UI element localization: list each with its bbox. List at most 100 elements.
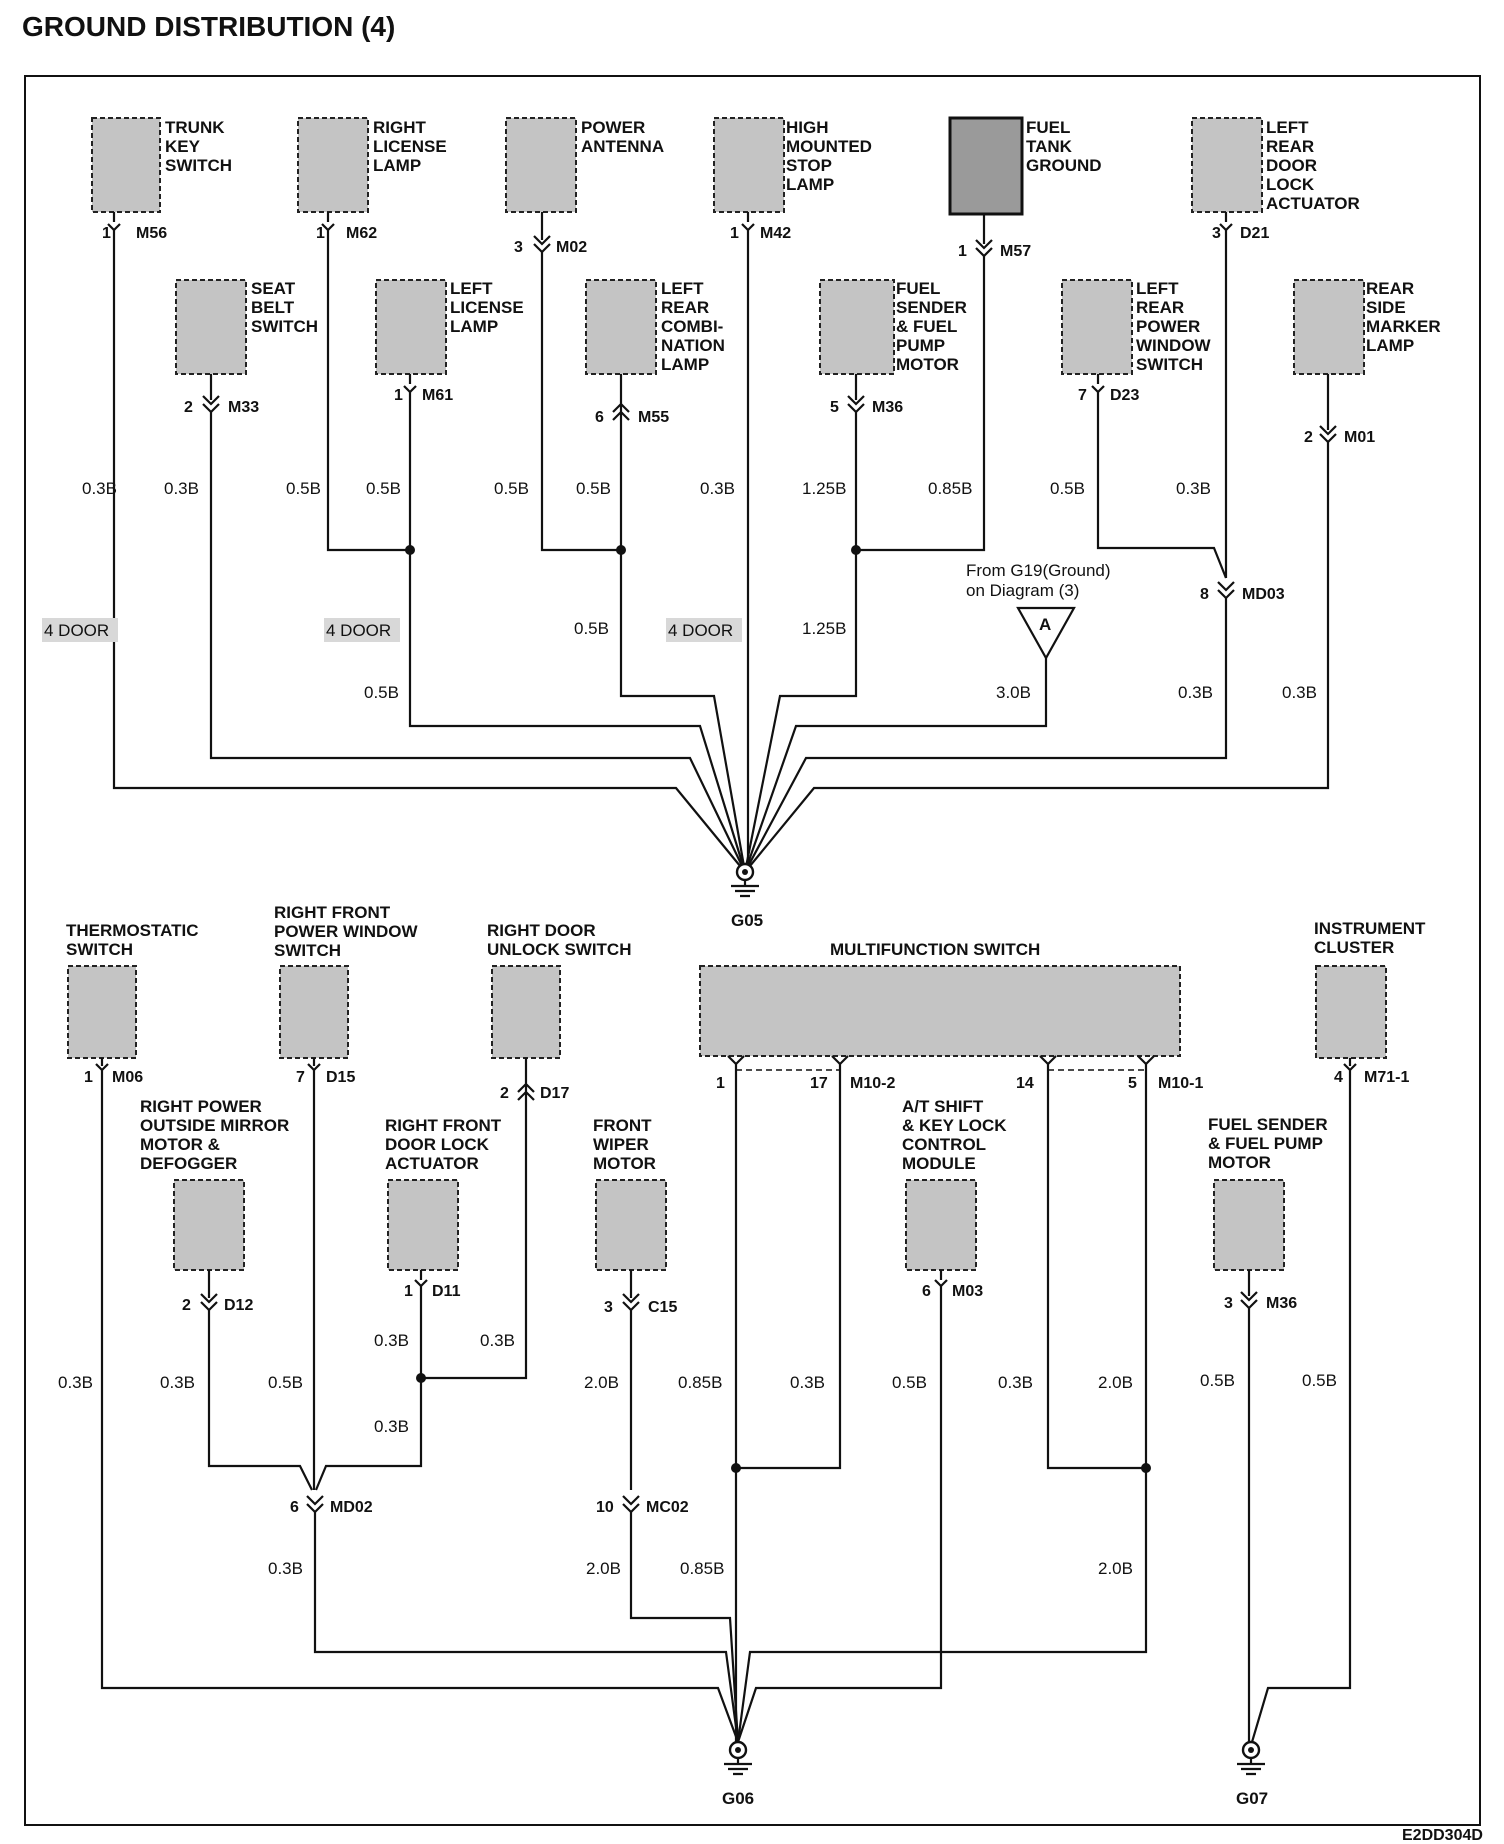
wire-label: 0.3B — [82, 479, 117, 498]
connector-pin: 1 — [316, 225, 325, 242]
offpage-letter: A — [1039, 615, 1051, 634]
right-front-power-window-switch: RIGHT FRONT POWER WINDOW SWITCH — [274, 903, 418, 1059]
label-line: OUTSIDE MIRROR — [140, 1116, 289, 1135]
wire-label: 0.5B — [494, 479, 529, 498]
label-line: LEFT — [450, 279, 493, 298]
connector-id: M62 — [346, 225, 377, 242]
ground-label: G06 — [722, 1789, 754, 1808]
label-line: POWER — [1136, 317, 1200, 336]
splice-dot — [416, 1373, 426, 1383]
wire-label: 0.3B — [374, 1331, 409, 1350]
fuel-sender-fuel-pump-motor-bottom: FUEL SENDER & FUEL PUMP MOTOR — [1208, 1115, 1328, 1271]
label-line: SIDE — [1366, 298, 1406, 317]
label-line: LAMP — [450, 317, 498, 336]
connector-id: C15 — [648, 1299, 677, 1316]
label-line: FRONT — [593, 1116, 652, 1135]
label-line: MARKER — [1366, 317, 1441, 336]
connector-pin: 2 — [500, 1085, 509, 1102]
wire-label: 0.85B — [678, 1373, 722, 1392]
connector-id: M36 — [872, 399, 903, 416]
ground-label: G07 — [1236, 1789, 1268, 1808]
wire-label: 0.3B — [58, 1373, 93, 1392]
label-line: LOCK — [1266, 175, 1315, 194]
right-front-door-lock-actuator: RIGHT FRONT DOOR LOCK ACTUATOR — [385, 1116, 502, 1271]
wire-label: 2.0B — [584, 1373, 619, 1392]
label-line: FUEL — [896, 279, 940, 298]
label-line: BELT — [251, 298, 295, 317]
connector-id: D11 — [432, 1283, 461, 1300]
connector-pin: 7 — [296, 1069, 305, 1086]
connector-id: M06 — [112, 1069, 143, 1086]
wire-label: 0.3B — [790, 1373, 825, 1392]
wire-label: 0.3B — [374, 1417, 409, 1436]
label-line: LAMP — [373, 156, 421, 175]
front-wiper-motor: FRONT WIPER MOTOR — [593, 1116, 667, 1271]
label-line: & KEY LOCK — [902, 1116, 1007, 1135]
connector-pin: 1 — [404, 1283, 413, 1300]
connector-id: M42 — [760, 225, 791, 242]
trunk-key-switch: TRUNK KEY SWITCH — [91, 117, 232, 213]
connector-id: M55 — [638, 409, 669, 426]
connector-id: D17 — [540, 1085, 569, 1102]
label-line: ACTUATOR — [385, 1154, 479, 1173]
splice-dot — [731, 1463, 741, 1473]
connector-pin: 14 — [1016, 1075, 1034, 1092]
label-line: FUEL — [1026, 118, 1070, 137]
left-rear-door-lock-actuator: LEFT REAR DOOR LOCK ACTUATOR — [1191, 117, 1360, 213]
label-line: UNLOCK SWITCH — [487, 940, 631, 959]
wire-label: 0.5B — [268, 1373, 303, 1392]
label-line: MOTOR — [896, 355, 959, 374]
door-label: 4 DOOR — [326, 621, 391, 640]
label-line: COMBI- — [661, 317, 723, 336]
connector-id: M02 — [556, 239, 587, 256]
connector-pin: 1 — [102, 225, 111, 242]
label-line: LICENSE — [450, 298, 524, 317]
label-line: SEAT — [251, 279, 296, 298]
wire-label: 0.5B — [364, 683, 399, 702]
wire-label: 2.0B — [1098, 1559, 1133, 1578]
at-shift-key-lock-control-module: A/T SHIFT & KEY LOCK CONTROL MODULE — [902, 1097, 1007, 1271]
connector-pin: 2 — [1304, 429, 1313, 446]
label-line: INSTRUMENT — [1314, 919, 1426, 938]
label-line: MODULE — [902, 1154, 976, 1173]
connector-pin: 6 — [290, 1499, 299, 1516]
instrument-cluster: INSTRUMENT CLUSTER — [1314, 919, 1426, 1059]
door-label: 4 DOOR — [44, 621, 109, 640]
label-line: SWITCH — [165, 156, 232, 175]
left-rear-power-window-switch: LEFT REAR POWER WINDOW SWITCH — [1061, 279, 1212, 375]
wire-label: 0.3B — [998, 1373, 1033, 1392]
label-line: CONTROL — [902, 1135, 986, 1154]
wire-label: 2.0B — [586, 1559, 621, 1578]
wire-label: 1.25B — [802, 479, 846, 498]
label-line: LEFT — [1266, 118, 1309, 137]
seat-belt-switch: SEAT BELT SWITCH — [175, 279, 318, 375]
label-line: RIGHT POWER — [140, 1097, 262, 1116]
splice-dot — [616, 545, 626, 555]
wire-label: 0.5B — [1050, 479, 1085, 498]
label-line: SWITCH — [66, 940, 133, 959]
wire-label: 0.5B — [286, 479, 321, 498]
connector-pin: 3 — [514, 239, 523, 256]
label-line: LAMP — [661, 355, 709, 374]
diagram-frame — [24, 75, 1481, 1826]
connector-pin: 2 — [182, 1297, 191, 1314]
label-line: CLUSTER — [1314, 938, 1394, 957]
label-line: HIGH — [786, 118, 829, 137]
label-line: KEY — [165, 137, 201, 156]
label-line: REAR — [661, 298, 709, 317]
top-splices — [405, 545, 861, 555]
connector-pin: 2 — [184, 399, 193, 416]
connector-id: M33 — [228, 399, 259, 416]
connector-id: M71-1 — [1364, 1069, 1409, 1086]
fuel-tank-ground: FUEL TANK GROUND — [948, 116, 1102, 216]
wire-label: 2.0B — [1098, 1373, 1133, 1392]
connector-id: MD03 — [1242, 586, 1285, 603]
ground-label: G05 — [731, 911, 763, 930]
connector-id: M36 — [1266, 1295, 1297, 1312]
wire-label: 0.5B — [1200, 1371, 1235, 1390]
label-line: LAMP — [1366, 336, 1414, 355]
label-line: RIGHT FRONT — [385, 1116, 502, 1135]
label-line: MOTOR — [1208, 1153, 1271, 1172]
ground-g06: G06 — [722, 1740, 754, 1808]
fuel-sender-fuel-pump-motor: FUEL SENDER & FUEL PUMP MOTOR — [819, 279, 967, 375]
